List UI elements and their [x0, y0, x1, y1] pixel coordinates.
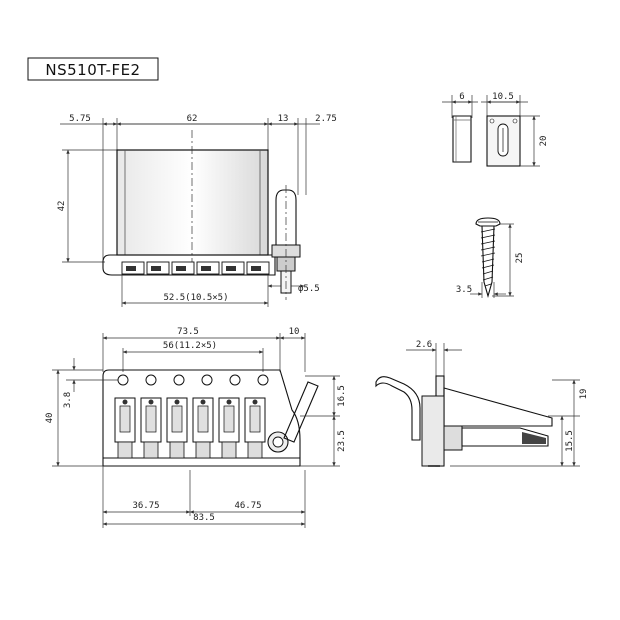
plate-view: 73.5 10 56(11.2×5) [45, 327, 347, 528]
top-arm [271, 185, 301, 300]
dim-block-height: 20 [539, 136, 549, 147]
dim-left-offset: 5.75 [69, 114, 91, 124]
dim-top-spacing: 52.5(10.5×5) [163, 293, 228, 303]
dim-arm: 13 [278, 114, 289, 124]
top-view: 5.75 62 13 2.75 42 [57, 114, 337, 307]
dim-screw-diameter: 3.5 [456, 285, 472, 295]
side-view: 2.6 19 15.5 [375, 340, 589, 467]
dim-side-lower: 15.5 [565, 430, 575, 452]
dim-side-height: 19 [579, 389, 589, 400]
dim-screw-length: 25 [515, 253, 525, 264]
plate-holes [117, 374, 269, 386]
dim-plate-width: 73.5 [177, 327, 199, 337]
dim-left-part: 36.75 [132, 501, 159, 511]
dim-upper: 16.5 [337, 385, 347, 407]
dim-top-height: 42 [57, 201, 67, 212]
dim-plate-height: 40 [45, 413, 55, 424]
dim-side-thickness: 2.6 [416, 340, 432, 350]
title-box: NS510T-FE2 [27, 57, 159, 81]
block-view: 6 10.5 20 [442, 92, 549, 167]
dim-total: 83.5 [193, 513, 215, 523]
dim-diameter: φ5.5 [298, 284, 320, 294]
dim-block-width: 10.5 [492, 92, 514, 102]
plate-saddles [114, 397, 266, 459]
dim-plate-spacing: 56(11.2×5) [163, 341, 217, 351]
dim-block-thickness: 6 [459, 92, 464, 102]
top-saddles [121, 261, 270, 275]
dim-top-width: 62 [187, 114, 198, 124]
dim-hole-offset: 3.8 [63, 392, 73, 408]
screw-view: 25 3.5 [456, 217, 525, 299]
dim-lower: 23.5 [337, 430, 347, 452]
dim-arm-offset: 2.75 [315, 114, 337, 124]
plate-arm [267, 381, 319, 453]
dim-plate-arm: 10 [289, 327, 300, 337]
dim-right-part: 46.75 [234, 501, 261, 511]
model-title: NS510T-FE2 [45, 61, 140, 79]
